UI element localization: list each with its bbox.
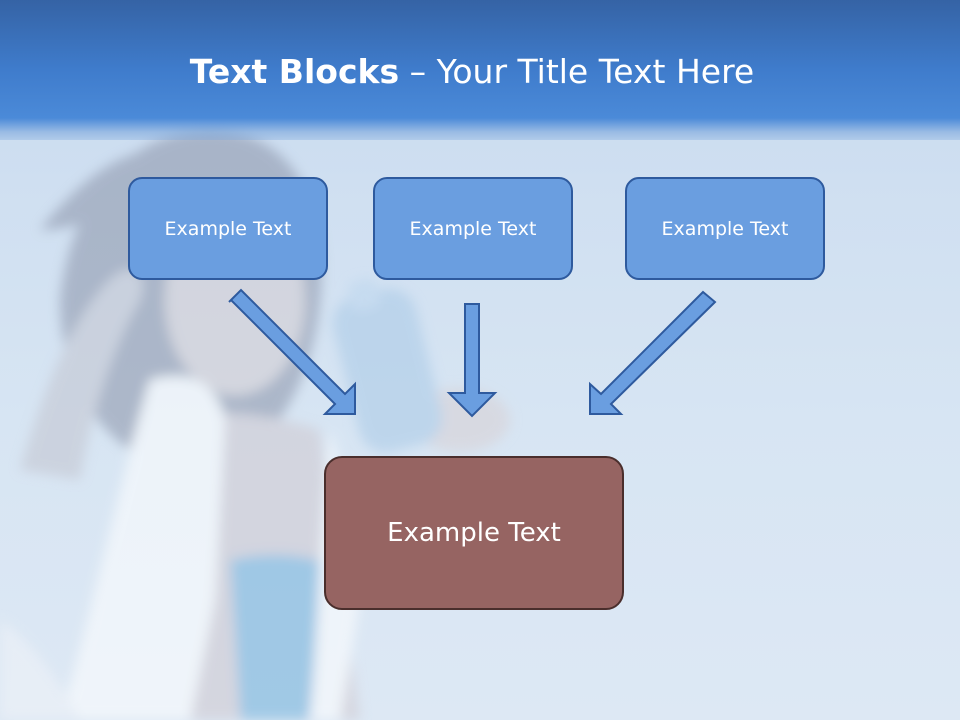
title-bold: Text Blocks <box>189 52 400 91</box>
title-dash: – <box>399 52 437 91</box>
arrow-center <box>446 303 498 418</box>
text-block-center[interactable]: Example Text <box>373 177 573 280</box>
text-block-right[interactable]: Example Text <box>625 177 825 280</box>
text-block-main-label: Example Text <box>387 518 561 548</box>
text-block-left-label: Example Text <box>164 217 292 240</box>
title-bar <box>0 0 960 140</box>
arrow-right <box>589 290 717 415</box>
text-block-main[interactable]: Example Text <box>324 456 624 610</box>
page-title: Text Blocks – Your Title Text Here <box>0 52 944 91</box>
title-rest: Your Title Text Here <box>436 52 755 91</box>
arrow-left <box>228 288 356 415</box>
text-block-left[interactable]: Example Text <box>128 177 328 280</box>
text-block-center-label: Example Text <box>409 217 537 240</box>
text-block-right-label: Example Text <box>661 217 789 240</box>
